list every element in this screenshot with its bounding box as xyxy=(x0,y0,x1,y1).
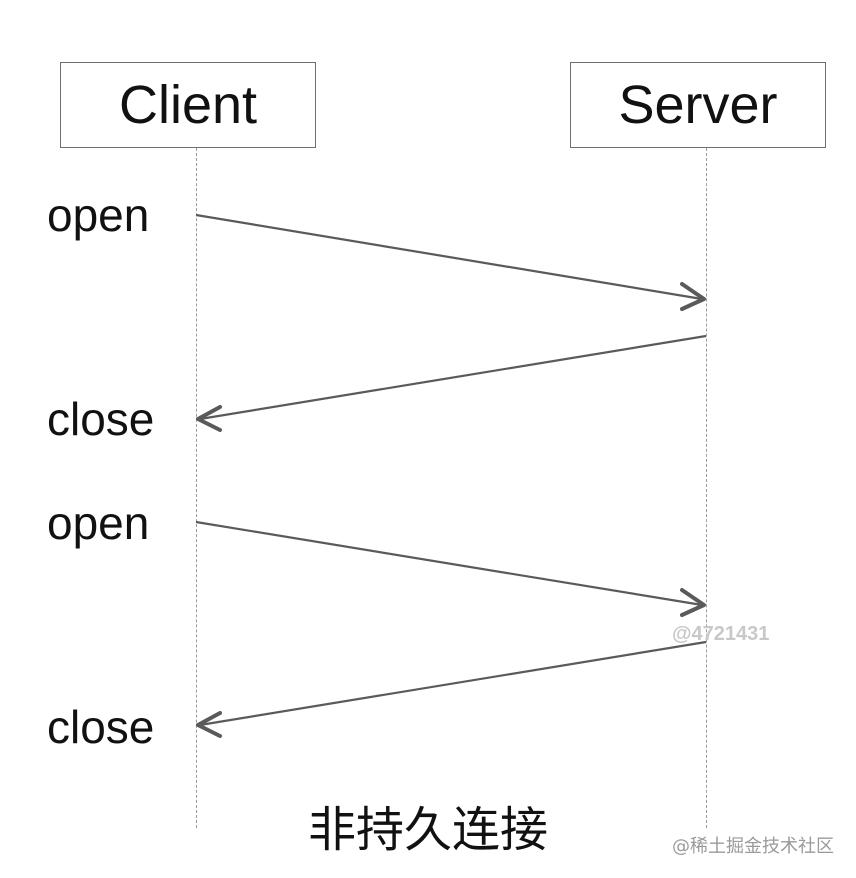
arrow-open-1 xyxy=(195,213,706,311)
server-lifeline xyxy=(706,148,707,828)
watermark-site: @稀土掘金技术社区 xyxy=(672,836,834,857)
event-label-close-1: close xyxy=(47,393,155,445)
event-label-close-2: close xyxy=(47,701,155,753)
diagram-caption: 非持久连接 xyxy=(307,802,548,858)
arrow-close-2 xyxy=(196,640,707,738)
server-participant-box: Server xyxy=(570,62,826,148)
event-label-open-1: open xyxy=(47,189,150,241)
client-label: Client xyxy=(118,75,258,135)
arrow-open-2 xyxy=(195,520,706,617)
watermark-id: @4721431 xyxy=(672,623,770,645)
server-label: Server xyxy=(618,75,778,135)
event-label-open-2: open xyxy=(47,497,150,549)
client-participant-box: Client xyxy=(60,62,316,148)
arrow-close-1 xyxy=(196,334,707,432)
client-lifeline xyxy=(196,148,197,828)
